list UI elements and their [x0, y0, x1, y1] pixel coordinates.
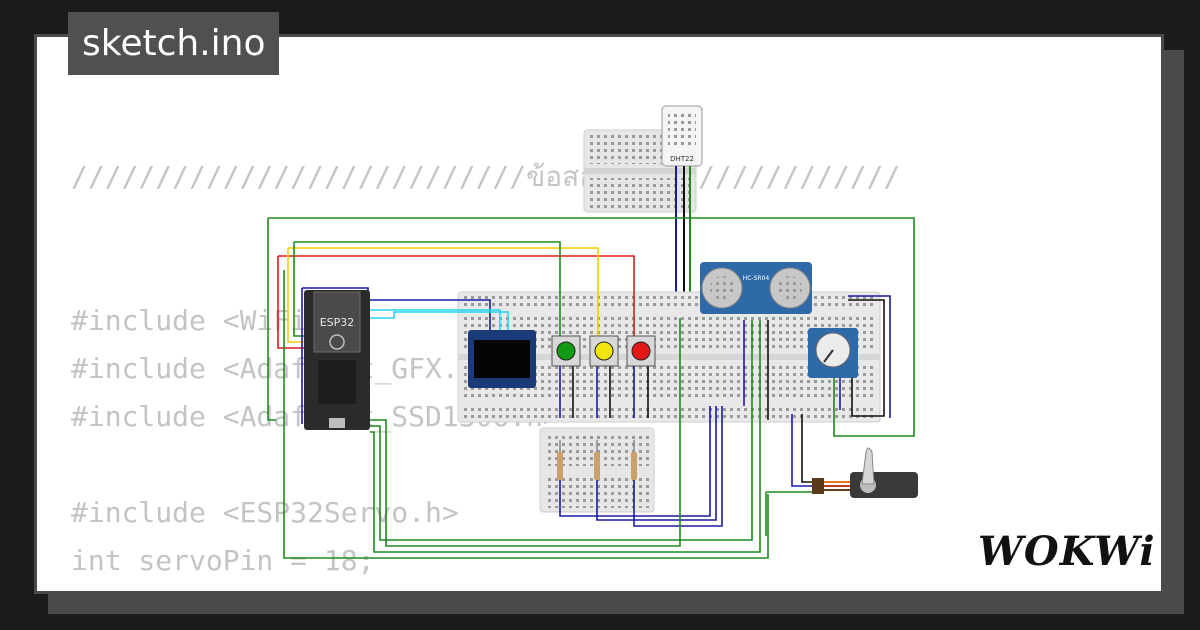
oled-display[interactable]	[468, 330, 536, 388]
code-line-8: #include <ESP32Servo.h>	[71, 496, 459, 529]
esp32-label: ESP32	[320, 316, 355, 329]
code-editor: ///////////////////////////ข้อสอบ///////…	[71, 37, 900, 577]
resistor-2[interactable]	[594, 440, 600, 480]
wokwi-logo: WOKWi	[978, 528, 1156, 575]
green-pushbutton[interactable]	[551, 335, 581, 367]
file-name-tab[interactable]: sketch.ino	[68, 12, 280, 75]
wires	[267, 217, 915, 559]
hcsr04-label: HC-SR04	[743, 275, 770, 282]
red-pushbutton[interactable]	[626, 335, 656, 367]
code-line-9: int servoPin = 18;	[71, 544, 375, 577]
yellow-pushbutton[interactable]	[589, 335, 619, 367]
hcsr04-ultrasonic-sensor[interactable]: HC-SR04	[700, 262, 812, 314]
dht22-sensor[interactable]: DHT22	[661, 105, 703, 302]
resistor-3[interactable]	[631, 440, 637, 480]
code-line-1: ///////////////////////////ข้อสอบ///////…	[71, 160, 901, 193]
potentiometer[interactable]	[808, 328, 858, 378]
esp32-board[interactable]: ESP32	[304, 290, 370, 430]
dht22-label: DHT22	[670, 155, 694, 163]
resistor-1[interactable]	[557, 440, 563, 480]
servo-motor[interactable]	[812, 447, 918, 498]
